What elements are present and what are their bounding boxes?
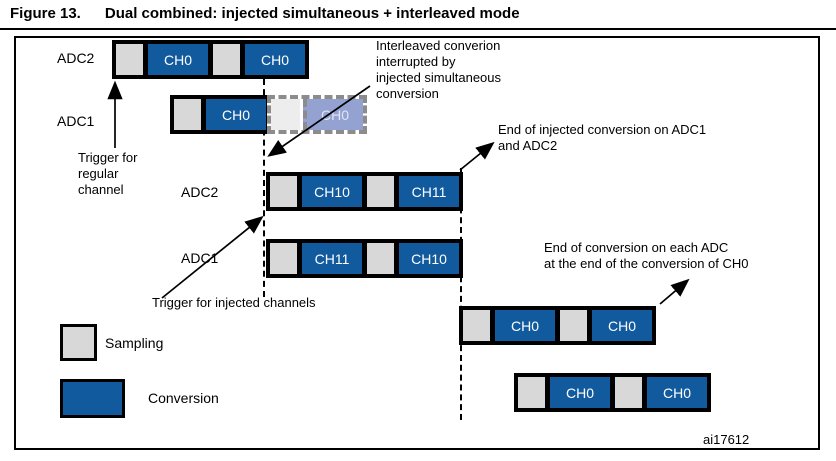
sampling-block — [213, 44, 240, 75]
legend-sampling-swatch — [60, 324, 97, 361]
end-each-adc-arrow — [659, 278, 690, 305]
annotation-trigger-injected: Trigger for injected channels — [152, 295, 316, 310]
legend-conversion-swatch — [60, 379, 125, 418]
sampling-block — [615, 377, 642, 408]
adc2-interleaved-bar: CH0 CH0 — [112, 40, 309, 79]
conversion-block: CH0 — [148, 44, 208, 75]
adc1-injected-bar: CH11 CH10 — [266, 239, 463, 278]
annotation-trigger-regular: Trigger for regular channel — [78, 150, 138, 197]
conversion-block: CH10 — [302, 176, 362, 207]
adc1-interleaved-bar: CH0 — [170, 95, 270, 134]
conversion-block: CH11 — [302, 243, 362, 274]
end-injected-arrow — [459, 141, 495, 171]
sampling-block — [271, 99, 300, 130]
conversion-block: CH0 — [495, 310, 555, 341]
sampling-block — [367, 176, 394, 207]
resumed-interleaved-bar-upper: CH0 CH0 — [459, 306, 656, 345]
sampling-block — [367, 243, 394, 274]
legend-conversion-label: Conversion — [148, 390, 219, 406]
figure-reference-code: ai17612 — [703, 432, 750, 447]
sampling-block — [174, 99, 201, 130]
row-label-adc2-top: ADC2 — [57, 50, 95, 66]
sampling-block — [116, 44, 143, 75]
adc2-injected-bar: CH10 CH11 — [266, 172, 463, 211]
conversion-block: CH0 — [245, 44, 305, 75]
resumed-interleaved-bar-lower: CH0 CH0 — [514, 373, 711, 412]
row-label-adc1-top: ADC1 — [57, 113, 95, 129]
row-label-adc2-mid: ADC2 — [181, 184, 219, 200]
conversion-block: CH0 — [592, 310, 652, 341]
sampling-block — [518, 377, 545, 408]
conversion-block: CH0 — [303, 99, 363, 130]
annotation-end-injected: End of injected conversion on ADC1 and A… — [498, 122, 707, 153]
sampling-block — [463, 310, 490, 341]
conversion-block: CH10 — [399, 243, 459, 274]
figure-number: Figure 13. — [10, 5, 81, 22]
title-rule — [0, 28, 836, 30]
annotation-end-each-adc: End of conversion on each ADC at the end… — [544, 240, 749, 271]
row-label-adc1-mid: ADC1 — [181, 250, 219, 266]
figure-title: Figure 13. Dual combined: injected simult… — [10, 5, 520, 22]
conversion-block: CH0 — [206, 99, 266, 130]
sampling-block — [560, 310, 587, 341]
figure-caption: Dual combined: injected simultaneous + i… — [104, 5, 520, 22]
annotation-interleaved-interrupt: Interleaved converion interrupted by inj… — [376, 38, 502, 101]
conversion-block: CH0 — [647, 377, 707, 408]
adc1-aborted-conversion-region: CH0 — [267, 95, 367, 134]
conversion-block: CH0 — [550, 377, 610, 408]
conversion-block: CH11 — [399, 176, 459, 207]
sampling-block — [270, 176, 297, 207]
legend-sampling-label: Sampling — [105, 335, 164, 351]
injected-trigger-dashed-line — [263, 79, 265, 297]
end-injected-dashed-line — [460, 168, 462, 420]
sampling-block — [270, 243, 297, 274]
